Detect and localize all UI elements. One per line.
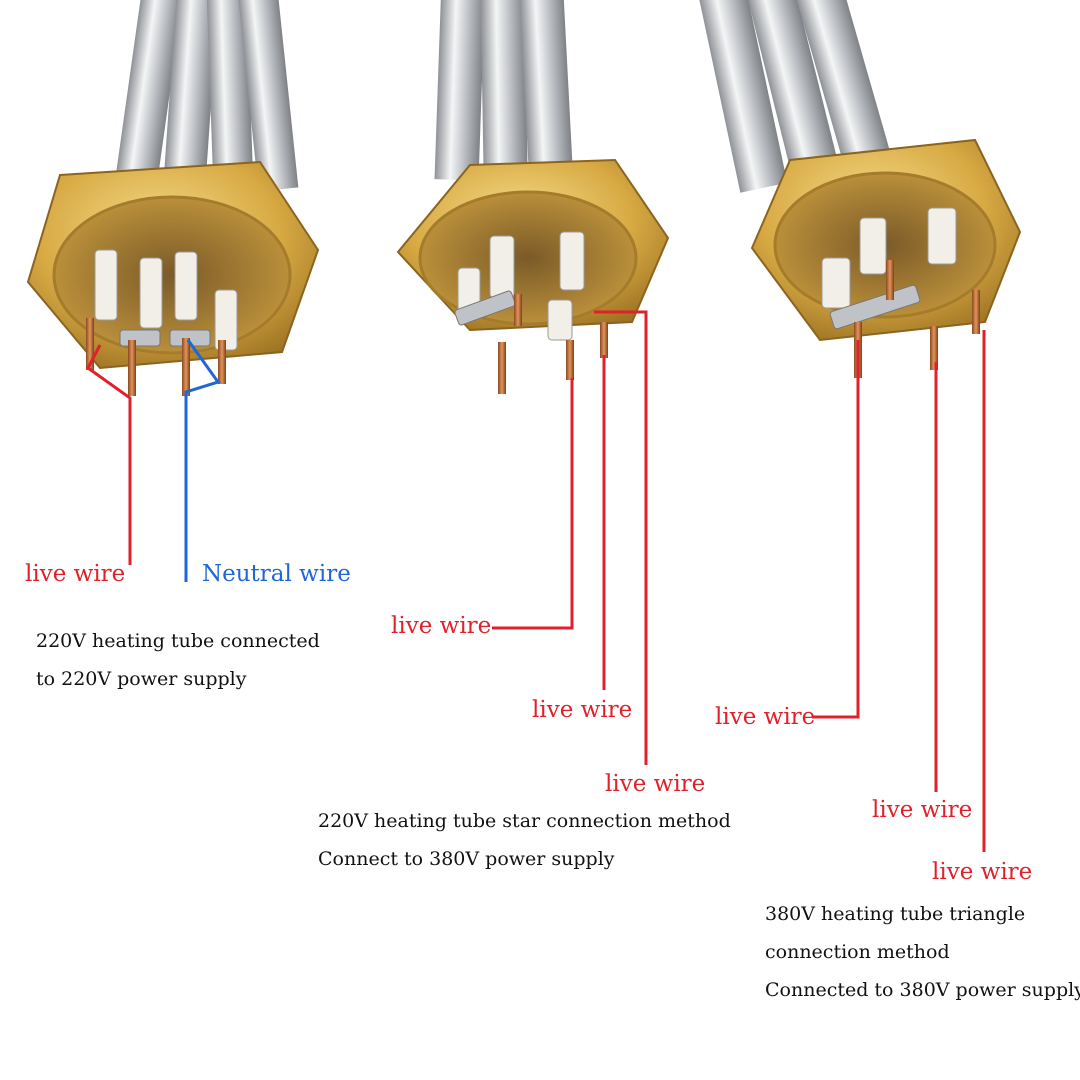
heater-2-live-wire-label-2: live wire (532, 697, 633, 723)
caption-line: 380V heating tube triangle (765, 903, 1026, 925)
heater-3-live-wire-label-1: live wire (715, 704, 816, 730)
heater-1-neutral-wire-label: Neutral wire (202, 561, 351, 587)
heater-2-wiring (492, 310, 648, 765)
heater-1-terminals (86, 249, 238, 396)
heater-3-live-wire-label-3: live wire (932, 859, 1033, 885)
caption-line: 220V heating tube connected (36, 630, 320, 652)
heater-3-wiring (812, 330, 986, 852)
heater-2-flange-cavity (418, 190, 638, 326)
heater-2-caption: 220V heating tube star connection method… (318, 802, 731, 878)
caption-line: connection method (765, 941, 950, 963)
heater-1-wiring (86, 339, 221, 582)
heater-3-photo (696, 0, 1022, 852)
heater-1-caption: 220V heating tube connected to 220V powe… (36, 622, 320, 698)
heater-3-tubes (696, 0, 899, 193)
caption-line: to 220V power supply (36, 668, 247, 690)
caption-line: Connected to 380V power supply (765, 979, 1080, 1001)
heater-3-live-wire-label-2: live wire (872, 797, 973, 823)
heater-2-live-wire-label-1: live wire (391, 613, 492, 639)
heater-2-terminals (454, 231, 608, 394)
heater-2-tubes (434, 0, 574, 182)
heater-1-tubes (114, 0, 299, 192)
caption-line: Connect to 380V power supply (318, 848, 615, 870)
heater-1-live-wire-label: live wire (25, 561, 126, 587)
heater-2-photo (396, 0, 670, 765)
heater-2-live-wire-label-3: live wire (605, 771, 706, 797)
caption-line: 220V heating tube star connection method (318, 810, 731, 832)
heater-3-caption: 380V heating tube triangle connection me… (765, 895, 1080, 1009)
heater-1-photo (26, 0, 320, 582)
